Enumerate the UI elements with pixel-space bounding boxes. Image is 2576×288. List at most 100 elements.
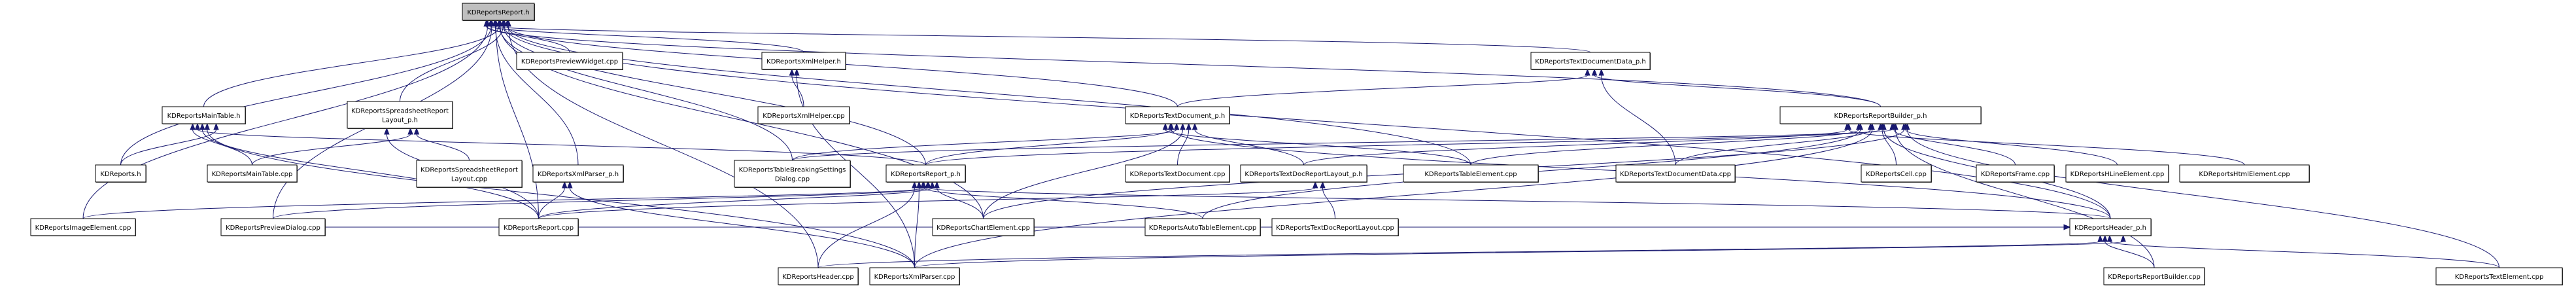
node-label: KDReportsMainTable.cpp [212,171,293,178]
dependency-edge [792,129,1177,161]
graph-node-xmlhelper-cpp[interactable]: KDReportsXmlHelper.cpp [757,106,850,124]
node-label: KDReportsChartElement.cpp [936,225,1030,232]
node-label: KDReportsPreviewWidget.cpp [521,58,618,65]
graph-node-previewwidget-cpp[interactable]: KDReportsPreviewWidget.cpp [516,52,623,70]
graph-node-textdocreportlayout-p-h[interactable]: KDReportsTextDocReportLayout_p.h [1240,164,1367,183]
dependency-edge [925,129,1881,166]
graph-node-textdocument-p-h[interactable]: KDReportsTextDocument_p.h [1125,106,1230,124]
node-label: KDReportsReport_p.h [891,171,961,178]
graph-node-maintable-cpp[interactable]: KDReportsMainTable.cpp [207,164,298,183]
dependency-edge [817,187,915,268]
arrowhead-icon [789,68,795,76]
graph-node-xmlparser-cpp[interactable]: KDReportsXmlParser.cpp [869,267,960,285]
arrowhead-icon [1846,122,1852,130]
arrowhead-icon [213,122,219,130]
graph-node-cell-cpp[interactable]: KDReportsCell.cpp [1861,164,1932,183]
node-label: Dialog.cpp [775,176,810,183]
dependency-edge [791,75,804,107]
graph-node-reportbuilder-cpp[interactable]: KDReportsReportBuilder.cpp [2103,267,2205,285]
dependency-edge [486,26,570,53]
node-box [532,164,624,183]
dependency-edge [1303,129,1847,166]
node-label: KDReportsHtmlElement.cpp [2199,171,2290,178]
graph-node-textdocdata-p-h[interactable]: KDReportsTextDocumentData_p.h [1530,52,1651,70]
arrowhead-icon [493,19,499,27]
dependency-edge [1194,129,1304,166]
node-box [1144,218,1261,236]
arrowhead-icon [2102,234,2108,242]
arrowhead-icon [912,181,918,189]
graph-node-maintable-h[interactable]: KDReportsMainTable.h [162,106,246,124]
dependency-edge [495,26,539,219]
node-label: KDReportsSpreadsheetReport [421,167,518,174]
node-label: KDReportsTextDocument.cpp [1129,171,1225,178]
graph-node-textdocdata-cpp[interactable]: KDReportsTextDocumentData.cpp [1615,164,1736,183]
node-box [1125,106,1230,124]
dependency-edge [925,129,1171,166]
graph-node-header-p-h[interactable]: KDReportsHeader_p.h [2069,218,2152,236]
graph-node-autotable-cpp[interactable]: KDReportsAutoTableElement.cpp [1144,218,1261,236]
node-label: KDReportsTextDocReportLayout.cpp [1276,225,1394,232]
node-label: KDReportsXmlParser_p.h [538,171,619,178]
graph-node-xmlparser-p-h[interactable]: KDReportsXmlParser_p.h [532,164,624,183]
graph-node-html-cpp[interactable]: KDReportsHtmlElement.cpp [2179,164,2310,183]
arrowhead-icon [190,122,196,130]
dependency-edge [569,187,915,268]
graph-node-textdocreportlayout-cpp[interactable]: KDReportsTextDocReportLayout.cpp [1271,218,1399,236]
dependency-edge [928,187,2111,219]
dependency-edge [1905,129,2118,166]
graph-node-hline-cpp[interactable]: KDReportsHLineElement.cpp [2065,164,2169,183]
graph-node-imageelement-cpp[interactable]: KDReportsImageElement.cpp [30,218,136,236]
node-box [2435,267,2563,285]
arrowhead-icon [384,127,390,135]
node-box [95,164,146,183]
graph-node-chartelement-cpp[interactable]: KDReportsChartElement.cpp [932,218,1035,236]
graph-node-tableelement-cpp[interactable]: KDReportsTableElement.cpp [1403,164,1539,183]
graph-node-textelement-cpp[interactable]: KDReportsTextElement.cpp [2435,267,2563,285]
dependency-edge [82,187,923,219]
graph-node-frame-cpp[interactable]: KDReportsFrame.cpp [1976,164,2055,183]
graph-node-report-cpp[interactable]: KDReportsReport.cpp [498,218,579,236]
dependency-edge [197,129,926,166]
node-box [885,164,966,183]
node-label: KDReportsTextDocumentData.cpp [1620,171,1731,178]
graph-node-kdreports-h[interactable]: KDReports.h [95,164,146,183]
node-label: KDReportsXmlHelper.cpp [763,113,845,120]
graph-node-textdocument-cpp[interactable]: KDReportsTextDocument.cpp [1125,164,1230,183]
dependency-edge [499,26,793,161]
node-box [1861,164,1932,183]
dependency-edge [192,129,252,166]
dependency-edge [1165,129,1471,166]
node-box [1271,218,1399,236]
node-label: Layout.cpp [451,176,487,183]
dependency-edge [1675,129,1871,166]
arrowhead-icon [2097,234,2103,242]
arrowhead-icon [1320,181,1326,189]
arrowhead-icon [413,127,420,135]
node-label: KDReportsTableBreakingSettings [739,167,846,174]
graph-node-xmlhelper-h[interactable]: KDReportsXmlHelper.h [761,52,846,70]
dependency-edge [1906,129,2499,268]
node-box [516,52,623,70]
arrowhead-icon [916,181,922,189]
graph-node-previewdialog-cpp[interactable]: KDReportsPreviewDialog.cpp [220,218,326,236]
dependency-edge [1895,129,2155,268]
dependency-edge [1177,75,1588,107]
node-box [2103,267,2205,285]
arrowhead-icon [489,19,495,27]
dependency-edge [796,75,915,268]
arrowhead-icon [1598,68,1604,76]
arrowhead-icon [1585,68,1590,76]
node-box [498,218,579,236]
graph-node-header-cpp[interactable]: KDReportsHeader.cpp [778,267,859,285]
graph-node-report-p-h[interactable]: KDReportsReport_p.h [885,164,966,183]
graph-node-report-h[interactable]: KDReportsReport.h [462,3,535,21]
arrowhead-icon [2063,224,2071,230]
graph-node-reportbuilder-p-h[interactable]: KDReportsReportBuilder_p.h [1779,106,1982,124]
arrowhead-icon [1180,122,1186,130]
node-box [1779,106,1982,124]
arrowhead-icon [485,19,490,27]
